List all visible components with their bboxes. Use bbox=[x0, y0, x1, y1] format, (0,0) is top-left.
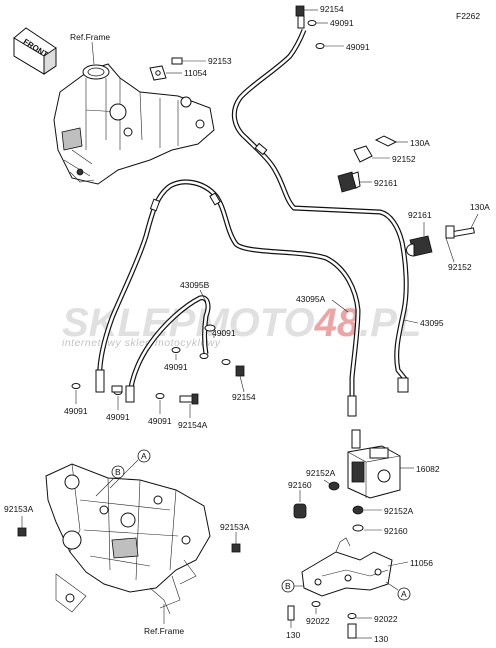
callout-b-lower: B bbox=[281, 579, 304, 593]
watermark-tagline: internetowy sklep motocyklowy bbox=[62, 337, 221, 349]
grommet-92152A-upper bbox=[323, 479, 340, 491]
bolt-130A-right bbox=[445, 225, 475, 239]
label-49091-mid1: 49091 bbox=[212, 328, 236, 338]
washer-49091-mid3 bbox=[199, 353, 231, 365]
label-92022-right: 92022 bbox=[374, 614, 398, 624]
washer-49091-top2 bbox=[315, 43, 344, 49]
label-92153A-left: 92153A bbox=[4, 504, 34, 514]
label-43095: 43095 bbox=[420, 318, 444, 328]
washer-49091-top1 bbox=[307, 20, 328, 26]
washer-49091-mid1 bbox=[204, 324, 216, 338]
figure-code: F2262 bbox=[456, 11, 480, 21]
collar-92160-lower bbox=[352, 524, 382, 532]
label-43095A: 43095A bbox=[296, 294, 326, 304]
label-92160-upper: 92160 bbox=[288, 480, 312, 490]
bolt-130-right bbox=[347, 623, 372, 639]
clip-92152-upper bbox=[353, 145, 390, 163]
label-130-right: 130 bbox=[374, 634, 388, 644]
label-92152A-lower: 92152A bbox=[384, 506, 414, 516]
clamp-11054 bbox=[149, 65, 182, 81]
washer-49091-left1 bbox=[71, 383, 81, 404]
label-49091-top1: 49091 bbox=[330, 18, 354, 28]
label-11056: 11056 bbox=[410, 558, 433, 568]
washer-92022-right bbox=[347, 613, 372, 619]
washer-92022-left bbox=[311, 601, 321, 614]
label-92154-top: 92154 bbox=[320, 4, 344, 14]
label-92153A-right: 92153A bbox=[220, 522, 250, 532]
brake-hose-43095B bbox=[95, 179, 361, 417]
bracket-11056 bbox=[301, 537, 409, 597]
callout-b-lower-text: B bbox=[285, 581, 291, 591]
label-49091-left3: 49091 bbox=[148, 416, 172, 426]
collar-92160-upper bbox=[293, 490, 307, 519]
label-11054: 11054 bbox=[184, 68, 207, 78]
grommet-92161-right bbox=[406, 235, 433, 257]
label-49091-top2: 49091 bbox=[346, 42, 370, 52]
callout-b-upper-text: B bbox=[115, 467, 121, 477]
label-92161-right: 92161 bbox=[408, 210, 432, 220]
banjo-bolt-92154-top bbox=[295, 5, 318, 29]
abs-unit-16082 bbox=[347, 429, 414, 499]
label-92160-lower: 92160 bbox=[384, 526, 408, 536]
label-92152-right: 92152 bbox=[448, 262, 472, 272]
bolt-130-left bbox=[287, 605, 295, 628]
label-16082: 16082 bbox=[416, 464, 440, 474]
label-49091-left2: 49091 bbox=[106, 412, 130, 422]
label-130-left: 130 bbox=[286, 630, 300, 640]
grommet-92152A-lower bbox=[352, 505, 382, 515]
grommet-92161-upper bbox=[337, 171, 372, 193]
label-92152A-upper: 92152A bbox=[306, 468, 336, 478]
label-92154-mid: 92154 bbox=[232, 392, 256, 402]
banjo-bolt-92154-mid bbox=[235, 365, 245, 393]
label-43095B: 43095B bbox=[180, 280, 210, 290]
label-130A-upper: 130A bbox=[410, 138, 430, 148]
callout-b-upper: B bbox=[95, 465, 125, 497]
bolt-92153A-right bbox=[231, 532, 241, 553]
label-49091-mid2: 49091 bbox=[164, 362, 188, 372]
bolt-130A-upper bbox=[374, 135, 408, 147]
bolt-92153 bbox=[171, 57, 206, 65]
callout-a-upper: A bbox=[109, 449, 151, 489]
washer-49091-left2 bbox=[113, 389, 123, 410]
washer-49091-mid2 bbox=[171, 347, 181, 360]
label-92152-upper: 92152 bbox=[392, 154, 416, 164]
watermark-brand-part3: .PL bbox=[359, 301, 421, 345]
callout-a-lower-text: A bbox=[401, 589, 407, 599]
front-arrow: FRONT bbox=[13, 27, 57, 75]
upper-frame-drawing bbox=[53, 63, 215, 185]
washer-49091-left3 bbox=[155, 393, 165, 414]
label-92161-upper: 92161 bbox=[374, 178, 398, 188]
label-92022-left: 92022 bbox=[306, 616, 330, 626]
label-92153: 92153 bbox=[208, 56, 232, 66]
label-130A-right: 130A bbox=[470, 202, 490, 212]
watermark-brand-part2: 48 bbox=[314, 301, 360, 345]
ref-frame-top-label: Ref.Frame bbox=[70, 32, 110, 42]
label-92154A: 92154A bbox=[178, 420, 208, 430]
brake-hose-43095 bbox=[231, 29, 409, 393]
bolt-92154A bbox=[179, 393, 199, 418]
callout-a-upper-text: A bbox=[141, 451, 147, 461]
callout-a-lower: A bbox=[385, 581, 411, 601]
bolt-92153A-left bbox=[17, 516, 27, 537]
label-49091-left1: 49091 bbox=[64, 406, 88, 416]
lower-frame-drawing bbox=[45, 463, 211, 615]
ref-frame-bottom-label: Ref.Frame bbox=[144, 626, 184, 636]
